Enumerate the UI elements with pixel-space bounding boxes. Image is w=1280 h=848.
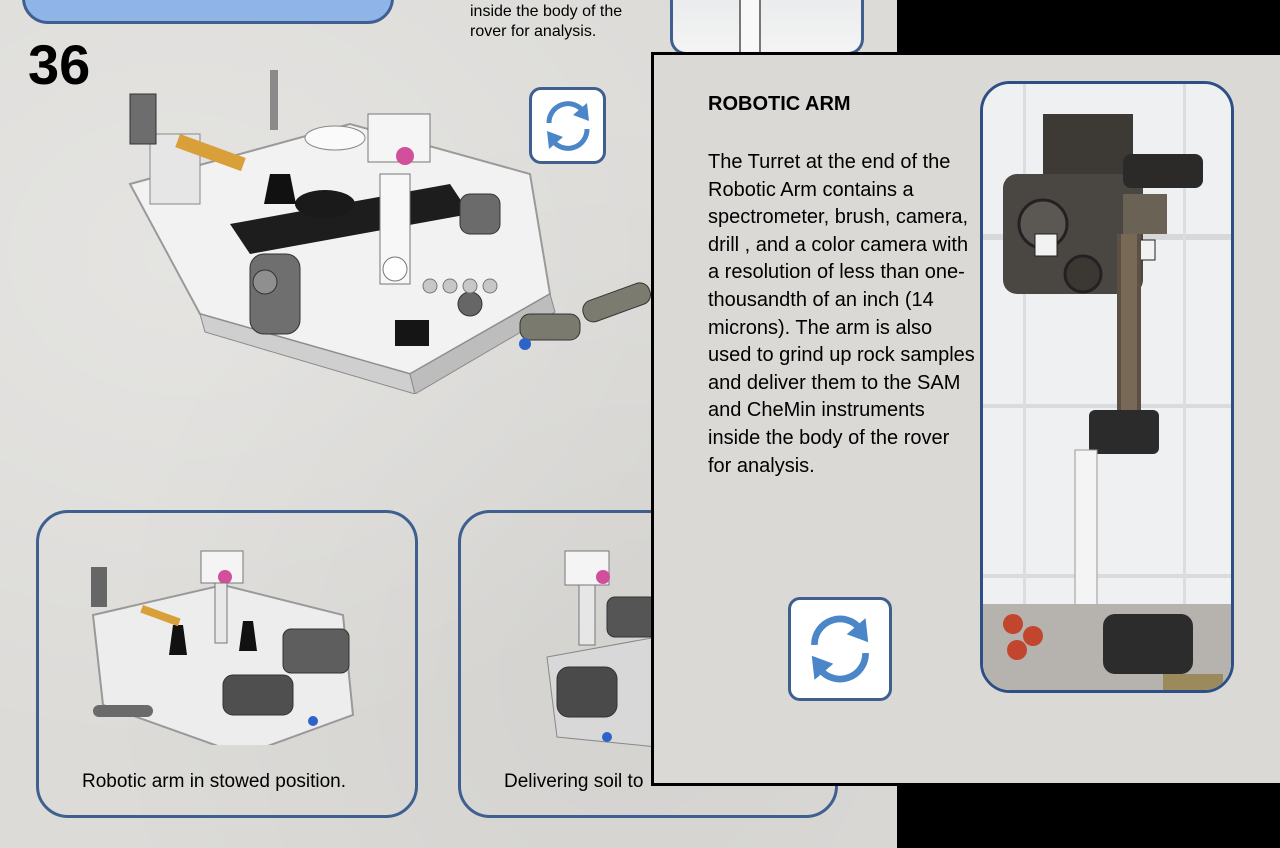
popup-title: ROBOTIC ARM: [708, 93, 851, 115]
rotate-arrows-icon: [811, 615, 869, 683]
stowed-arm-illustration: [91, 550, 355, 745]
stowed-position-panel: Robotic arm in stowed position.: [36, 510, 418, 818]
rover-model-illustration: [128, 70, 651, 394]
robotic-arm-photo: [980, 81, 1234, 693]
delivering-caption: Delivering soil to: [504, 771, 644, 792]
robotic-arm-popup[interactable]: ROBOTIC ARM The Turret at the end of the…: [651, 52, 1280, 786]
rotate-arrows-icon: [545, 100, 590, 151]
step-number: 36: [28, 33, 91, 96]
robotic-arm-photo-illustration: [983, 84, 1231, 690]
delivering-arm-illustration: [546, 550, 657, 748]
fragment-text: inside the body of the rover for analysi…: [470, 3, 623, 40]
popup-rotate-button[interactable]: [788, 597, 892, 701]
top-photo-thumbnail: [670, 0, 864, 55]
stowed-caption: Robotic arm in stowed position.: [82, 771, 347, 792]
top-info-box: [22, 0, 394, 24]
photo-mast: [739, 0, 761, 52]
delivering-soil-panel: Delivering soil to: [458, 510, 838, 818]
rotate-view-button[interactable]: [529, 87, 606, 164]
popup-description: The Turret at the end of the Robotic Arm…: [708, 151, 975, 477]
